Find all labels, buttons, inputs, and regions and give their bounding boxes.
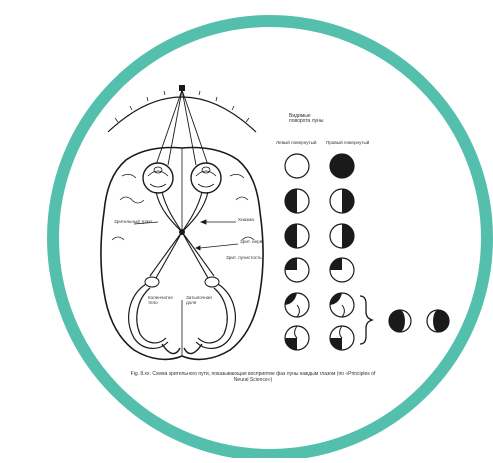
chiasm-label: Хиазма [238, 218, 254, 223]
result-phase-2 [427, 310, 449, 332]
phase-right-4 [330, 258, 354, 282]
phase-left-5 [285, 293, 309, 317]
occipital-label: Затылочная доля [186, 296, 212, 306]
column-left-label: Левый повернутый [276, 141, 317, 146]
phase-left-4 [285, 258, 309, 282]
chiasm-node [179, 229, 185, 235]
optic-tract-label: Зрительный тракт [114, 220, 152, 225]
phase-right-2 [330, 189, 354, 213]
result-phase-1 [389, 310, 411, 332]
left-eye [143, 163, 173, 193]
phase-right-5 [330, 293, 354, 317]
phase-right-1 [330, 154, 354, 178]
right-geniculate [205, 277, 219, 287]
phase-left-6 [285, 326, 309, 350]
phase-left-3 [285, 224, 309, 248]
column-right-label: Правый повернутый [326, 141, 369, 146]
phase-right-3 [330, 224, 354, 248]
figure-caption: Fig. 8.xx. Схема зрительного пути, показ… [128, 371, 378, 383]
phase-right-6 [330, 326, 354, 350]
phase-left-2 [285, 189, 309, 213]
phases-header: Видимые поворота луны [289, 114, 324, 125]
geniculate-label: Коленчатое тело [148, 296, 173, 306]
right-eye [191, 163, 221, 193]
radiation-label: Зрит. лучистость [226, 256, 262, 261]
left-geniculate [145, 277, 159, 287]
phase-left-1 [285, 154, 309, 178]
optic-nerve-label: Зрит. нерв [240, 240, 262, 245]
frame-ring [53, 21, 487, 455]
